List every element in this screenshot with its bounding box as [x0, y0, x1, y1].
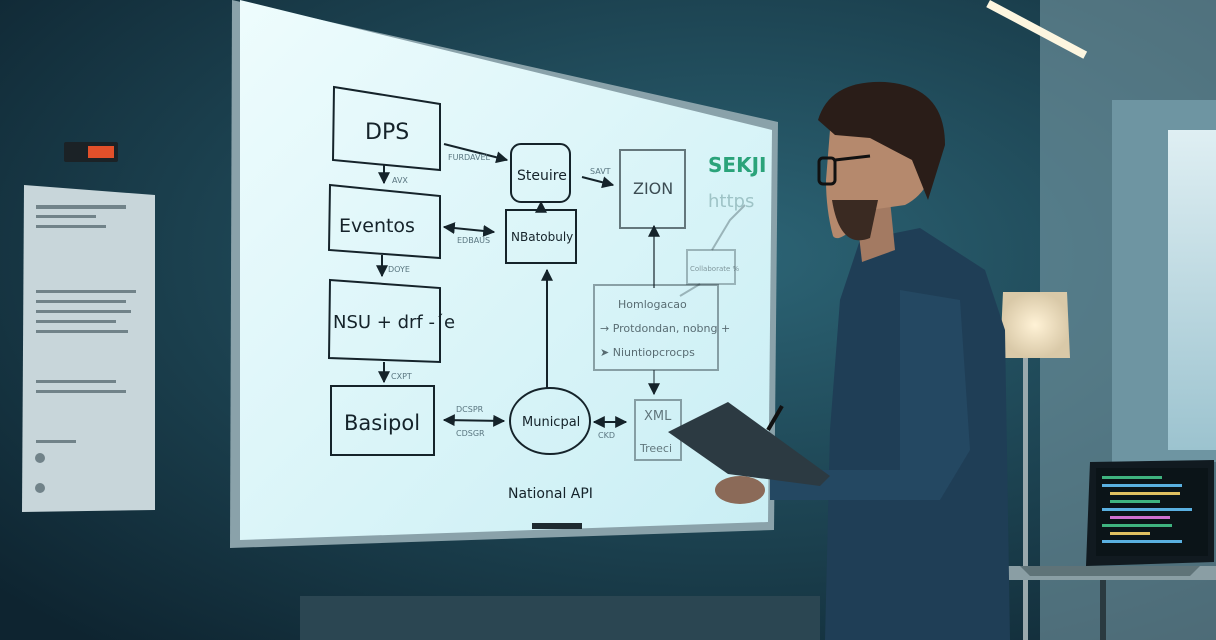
led-digits: [88, 146, 114, 158]
node-nbatobuly: NBatobuly: [511, 230, 573, 244]
node-steuire: Steuire: [517, 168, 567, 184]
code-lines: [1102, 476, 1192, 543]
diagram-labels: DPS Eventos NSU + drf -´e Basipol Steuir…: [333, 120, 766, 502]
glasses-icon: [817, 154, 871, 186]
ceiling-light: [986, 0, 1088, 59]
node-dps-box: [331, 85, 441, 172]
wall-poster: [22, 185, 155, 512]
stylus: [766, 404, 784, 432]
person-beard: [832, 200, 878, 241]
edge-label-dps-eventos: AVX: [392, 176, 408, 185]
node-basipol: Basipol: [344, 411, 420, 435]
whiteboard-surface: [240, 0, 772, 540]
node-zion: ZION: [633, 179, 673, 198]
edge-dps-steuire: [443, 143, 509, 164]
edge-label-basipol-municipal-1: DCSPR: [456, 405, 484, 414]
node-basipol-box: [330, 385, 435, 456]
tablet: [668, 402, 830, 486]
node-nsu-box: [327, 278, 441, 364]
edge-collab: [679, 204, 746, 297]
node-homologacao-line2: → Protdondan, nobng +: [600, 322, 730, 335]
edge-label-steuire-zion: SAVT: [590, 167, 611, 176]
node-homologacao-box: [593, 284, 719, 371]
node-homologacao-line3: ➤ Niuntiopcrocps: [600, 346, 695, 359]
node-municipal: Municpal: [522, 415, 580, 430]
node-nsu: NSU + drf -´e: [333, 312, 455, 333]
diagram-caption: National API: [508, 486, 593, 502]
edge-steuire-zion: [581, 176, 615, 189]
person-arm: [770, 290, 970, 500]
node-collab-box: [686, 249, 736, 285]
edge-label-municipal-xml: CKD: [598, 431, 615, 440]
brand-logo: SEKJI: [708, 153, 766, 177]
edge-label-eventos-nsu: DOYE: [388, 265, 410, 274]
node-collab: Collaborate %: [690, 265, 740, 273]
node-eventos-box: [327, 183, 441, 260]
node-homologacao-line1: Homlogacao: [618, 298, 687, 311]
person: [668, 81, 1010, 640]
desk-leg: [1100, 580, 1106, 640]
window-pane: [1168, 130, 1216, 450]
laptop: [1020, 460, 1214, 576]
node-dps: DPS: [365, 120, 409, 145]
edge-label-eventos-nb: EDBAUS: [457, 236, 490, 245]
diagram: [327, 85, 746, 461]
bench: [300, 596, 820, 640]
edge-label-dps-steuire: FURDAVEL: [448, 153, 491, 162]
node-municipal-ellipse: [509, 387, 591, 455]
edge-basipol-municipal: [442, 414, 506, 427]
edge-eventos-nb: [442, 222, 496, 237]
person-hair: [818, 81, 945, 200]
brand-subtext: https: [708, 191, 754, 212]
edge-label-nsu-basipol: CXPT: [391, 372, 412, 381]
node-treeci: Treeci: [639, 442, 672, 455]
node-xml: XML: [644, 409, 672, 424]
node-eventos: Eventos: [339, 215, 415, 237]
edge-label-basipol-municipal-2: CDSGR: [456, 429, 485, 438]
floor-lamp: [1000, 292, 1070, 640]
person-hand: [715, 476, 765, 504]
whiteboard-marker-tray: [532, 523, 582, 529]
